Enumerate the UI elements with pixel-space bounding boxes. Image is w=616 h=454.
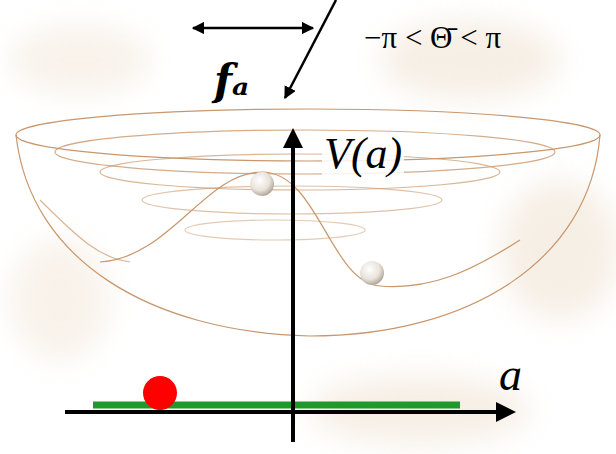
pointer-arrow bbox=[285, 0, 336, 98]
mexican-hat-sketch bbox=[16, 109, 600, 336]
red-ball bbox=[143, 376, 177, 410]
ball-top bbox=[250, 172, 274, 196]
a-axis bbox=[65, 410, 512, 414]
decay-constant: fₐ bbox=[212, 60, 251, 102]
v-axis bbox=[291, 132, 295, 442]
ball-trough bbox=[360, 261, 384, 285]
scale-arrow bbox=[193, 27, 313, 30]
theta-range: −π < Θ̄ < π bbox=[362, 22, 503, 53]
axis-label: V(a) bbox=[322, 132, 404, 176]
axis-label: a bbox=[497, 352, 524, 398]
background-texture bbox=[10, 20, 616, 445]
